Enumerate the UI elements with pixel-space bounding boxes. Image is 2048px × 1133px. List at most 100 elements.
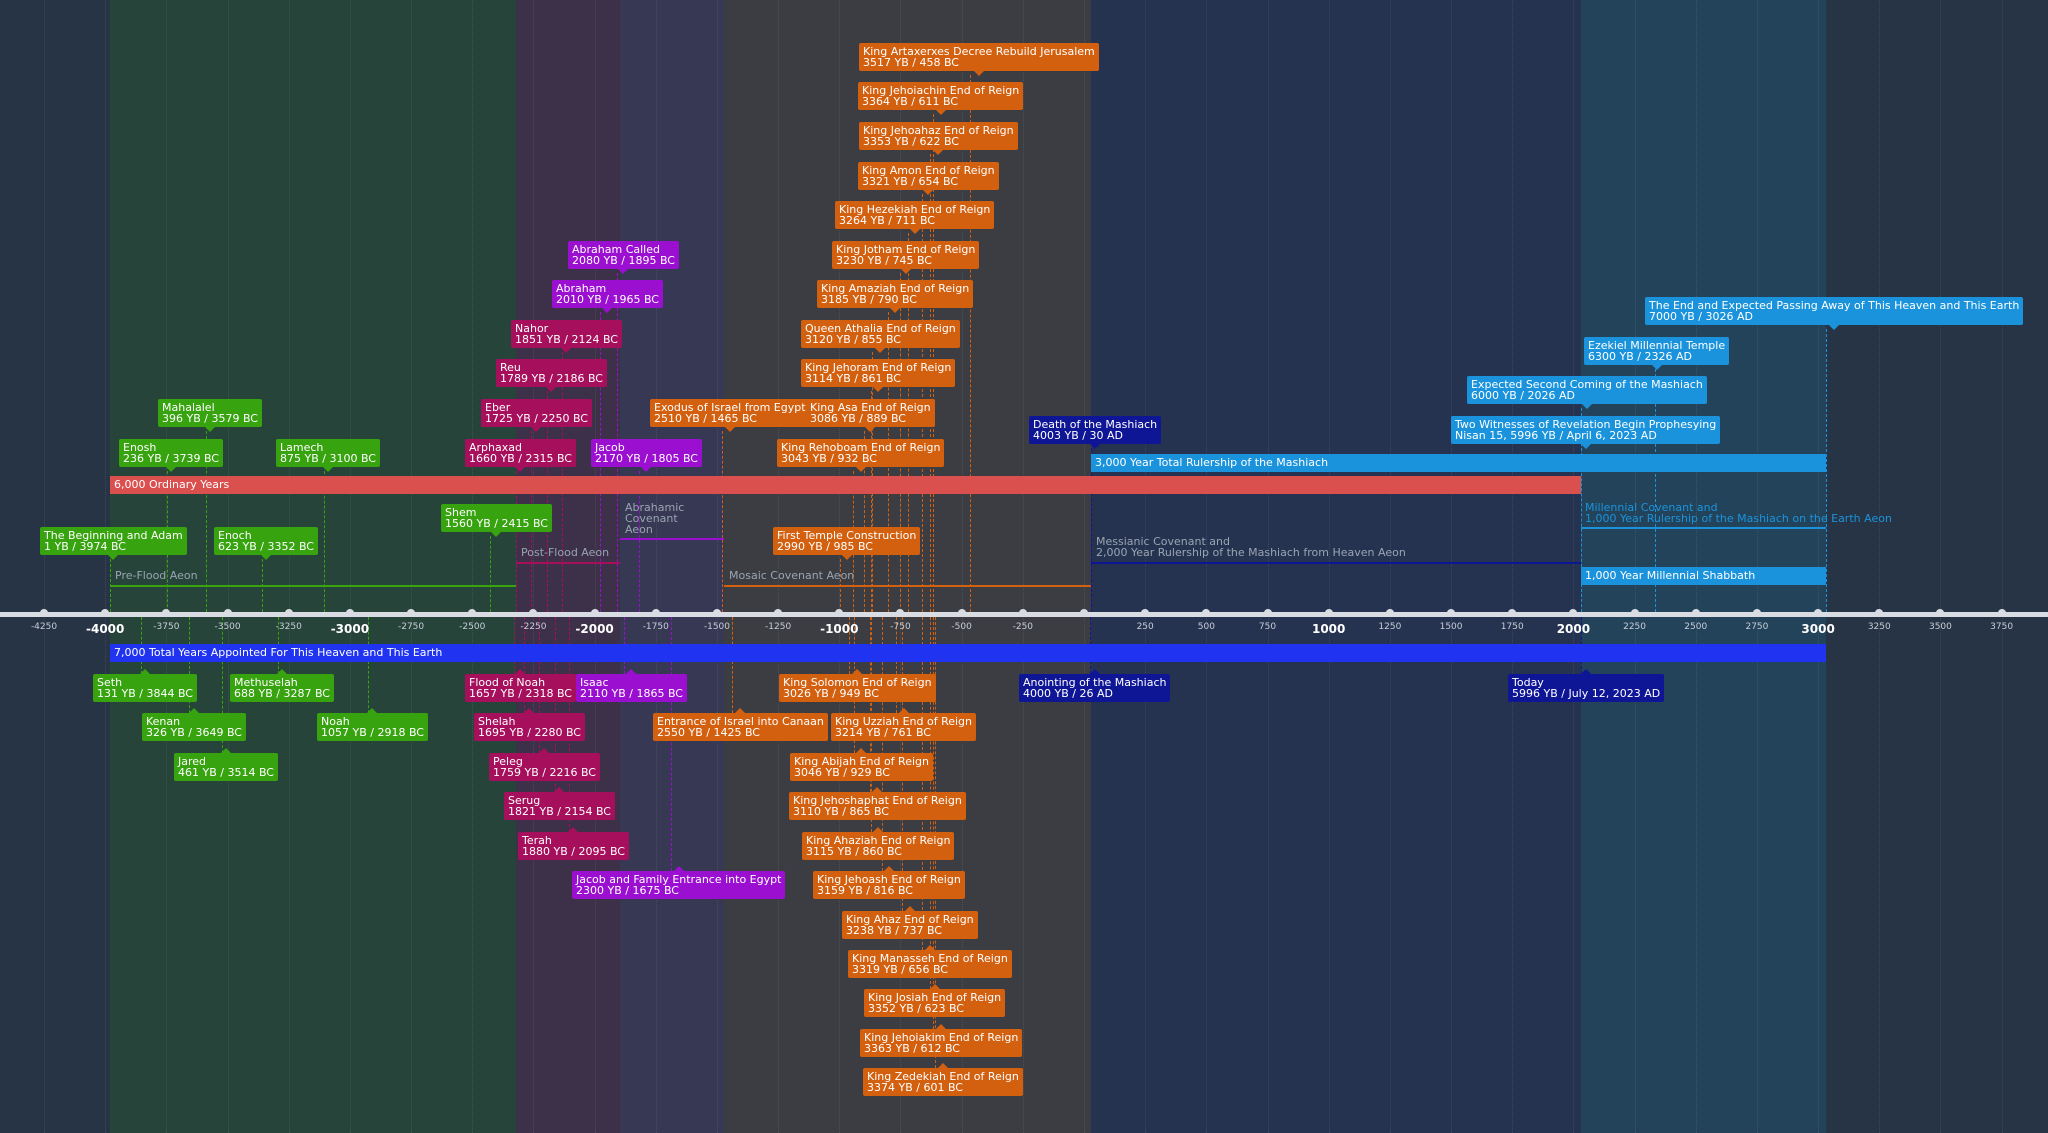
grid-line — [472, 0, 474, 1133]
axis-tick — [957, 609, 966, 617]
event-title: The Beginning and Adam — [44, 529, 183, 542]
event-title: King Abijah End of Reign — [794, 755, 929, 768]
millennial-shabbath-bar: 1,000 Year Millennial Shabbath — [1581, 567, 1826, 585]
aeon-band — [1826, 0, 2048, 1133]
abrahamic-aeon-line — [620, 538, 724, 540]
grid-line — [2001, 0, 2004, 1133]
event-title: Noah — [321, 715, 350, 728]
event-date: 3517 YB / 458 BC — [863, 56, 959, 69]
event-title: King Solomon End of Reign — [783, 676, 932, 689]
aeon-band — [1091, 0, 1581, 1133]
event-title: Shelah — [478, 715, 516, 728]
event-date: 3110 YB / 865 BC — [793, 805, 889, 818]
event-date: 1851 YB / 2124 BC — [515, 333, 618, 346]
event-title: Arphaxad — [469, 441, 522, 454]
event-title: Lamech — [280, 441, 324, 454]
axis-tick-label: 3250 — [1867, 622, 1891, 632]
aeon-band — [0, 0, 110, 1133]
grid-line — [105, 0, 107, 1133]
axis-tick-label: 250 — [1136, 622, 1154, 632]
event-title: Today — [1512, 676, 1544, 689]
event-title: King Asa End of Reign — [810, 401, 931, 414]
event-marker-two-witnesses[interactable]: Two Witnesses of Revelation Begin Prophe… — [1451, 416, 1721, 449]
event-title: Abraham Called — [572, 243, 660, 256]
event-title: Serug — [508, 794, 541, 807]
event-date: 3321 YB / 654 BC — [862, 175, 958, 188]
event-connector — [1091, 448, 1092, 612]
event-date: 3319 YB / 656 BC — [852, 963, 948, 976]
event-title: King Amaziah End of Reign — [821, 282, 970, 295]
event-marker-artaxerxes[interactable]: King Artaxerxes Decree Rebuild Jerusalem… — [859, 43, 1099, 76]
axis-tick — [1752, 609, 1761, 617]
event-marker-end[interactable]: The End and Expected Passing Away of Thi… — [1645, 297, 2024, 330]
event-title: King Rehoboam End of Reign — [781, 441, 941, 454]
post-flood-aeon-label: Post-Flood Aeon — [521, 546, 610, 559]
event-date: 236 YB / 3739 BC — [123, 452, 219, 465]
grid-line — [1389, 0, 1392, 1133]
event-date: 2510 YB / 1465 BC — [654, 412, 757, 425]
event-date: 3238 YB / 737 BC — [846, 924, 942, 937]
mosaic-aeon-label: Mosaic Covenant Aeon — [729, 569, 855, 582]
axis-tick — [529, 609, 538, 617]
event-title: King Amon End of Reign — [862, 164, 995, 177]
axis-tick — [1080, 609, 1088, 617]
event-date: 4000 YB / 26 AD — [1023, 687, 1113, 700]
axis-tick — [40, 609, 49, 617]
axis-tick — [407, 609, 416, 617]
